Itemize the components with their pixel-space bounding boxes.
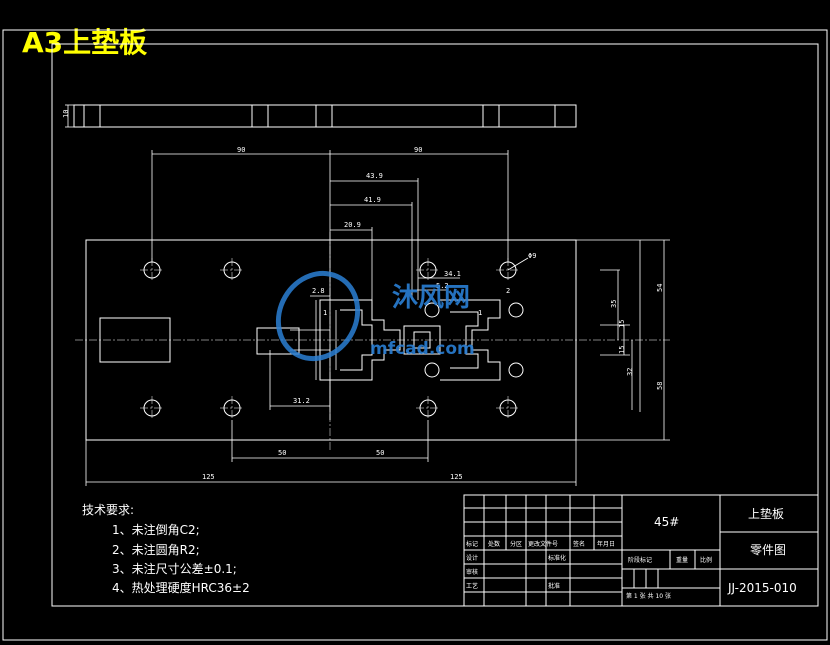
dim-15-a: 15 <box>618 320 626 328</box>
tb-label-mark: 标记 <box>466 540 478 548</box>
tb-label-process: 工艺 <box>466 582 478 590</box>
plan-view <box>75 232 670 450</box>
part-name: 上垫板 <box>748 506 784 521</box>
dim-125-left: 125 <box>202 473 215 481</box>
dim-15-b: 15 <box>618 346 626 354</box>
dim-2-8: 2.8 <box>312 287 325 295</box>
watermark-logo: 沐风网 mfcad.com <box>275 270 475 362</box>
detail-dimensions: 2.8 1 1 2 34.1 5.2 Φ9 31.2 <box>269 252 536 410</box>
watermark-text-url: mfcad.com <box>370 339 475 359</box>
dim-58: 58 <box>656 382 664 390</box>
watermark-text-cn: 沐风网 <box>392 283 470 313</box>
dim-35: 35 <box>610 300 618 308</box>
side-view: 10 <box>62 104 577 128</box>
sheet-title: A3上垫板 <box>22 26 147 59</box>
tb-label-count: 处数 <box>488 540 500 548</box>
note-item: 2、未注圆角R2; <box>112 542 200 557</box>
top-dimensions: 90 90 43.9 41.9 20.9 <box>151 146 509 420</box>
dim-90-left: 90 <box>237 146 245 154</box>
tb-label-design: 设计 <box>466 554 478 562</box>
tb-label-check: 审核 <box>466 568 478 576</box>
dim-32: 32 <box>626 368 634 376</box>
dim-125-right: 125 <box>450 473 463 481</box>
dim-1-a: 1 <box>323 309 327 317</box>
dim-50-left: 50 <box>278 449 286 457</box>
dim-90-right: 90 <box>414 146 422 154</box>
tb-label-approve: 批准 <box>548 582 560 590</box>
technical-notes: 技术要求: 1、未注倒角C2; 2、未注圆角R2; 3、未注尺寸公差±0.1; … <box>82 503 250 595</box>
dim-41-9: 41.9 <box>364 196 381 204</box>
dim-5-2: 5.2 <box>436 282 449 290</box>
dim-43-9: 43.9 <box>366 172 383 180</box>
tb-label-date: 年月日 <box>597 540 615 548</box>
tb-label-weight: 重量 <box>676 556 688 564</box>
dim-34-1: 34.1 <box>444 270 461 278</box>
tb-label-sign: 签名 <box>573 540 585 548</box>
sheet-info: 第 1 张 共 10 张 <box>626 592 671 600</box>
title-block: 45# 上垫板 零件图 JJ-2015-010 第 1 张 共 10 张 标记 … <box>463 494 819 607</box>
doc-type: 零件图 <box>750 543 786 557</box>
dim-50-right: 50 <box>376 449 384 457</box>
note-item: 3、未注尺寸公差±0.1; <box>112 561 237 576</box>
tb-label-std: 标准化 <box>548 554 566 562</box>
note-item: 1、未注倒角C2; <box>112 522 200 537</box>
dim-thickness: 10 <box>62 110 70 118</box>
right-dimensions: 54 58 35 15 15 32 <box>576 239 670 441</box>
tb-label-stage: 阶段标记 <box>628 556 652 564</box>
dim-20-9: 20.9 <box>344 221 361 229</box>
dim-hole-dia: Φ9 <box>528 252 536 260</box>
notes-heading: 技术要求: <box>82 503 134 517</box>
tb-label-change-doc: 更改文件号 <box>528 540 558 548</box>
note-item: 4、热处理硬度HRC36±2 <box>112 580 250 595</box>
outer-frame <box>2 29 828 641</box>
tb-label-zone: 分区 <box>510 540 522 548</box>
drawing-number: JJ-2015-010 <box>727 581 797 595</box>
inner-frame <box>51 43 819 607</box>
dim-54: 54 <box>656 284 664 292</box>
tb-label-scale: 比例 <box>700 556 712 564</box>
dim-2: 2 <box>506 287 510 295</box>
dim-1-b: 1 <box>478 309 482 317</box>
bottom-dimensions: 50 50 125 125 <box>85 420 577 486</box>
material: 45# <box>654 515 679 529</box>
dim-31-2: 31.2 <box>293 397 310 405</box>
